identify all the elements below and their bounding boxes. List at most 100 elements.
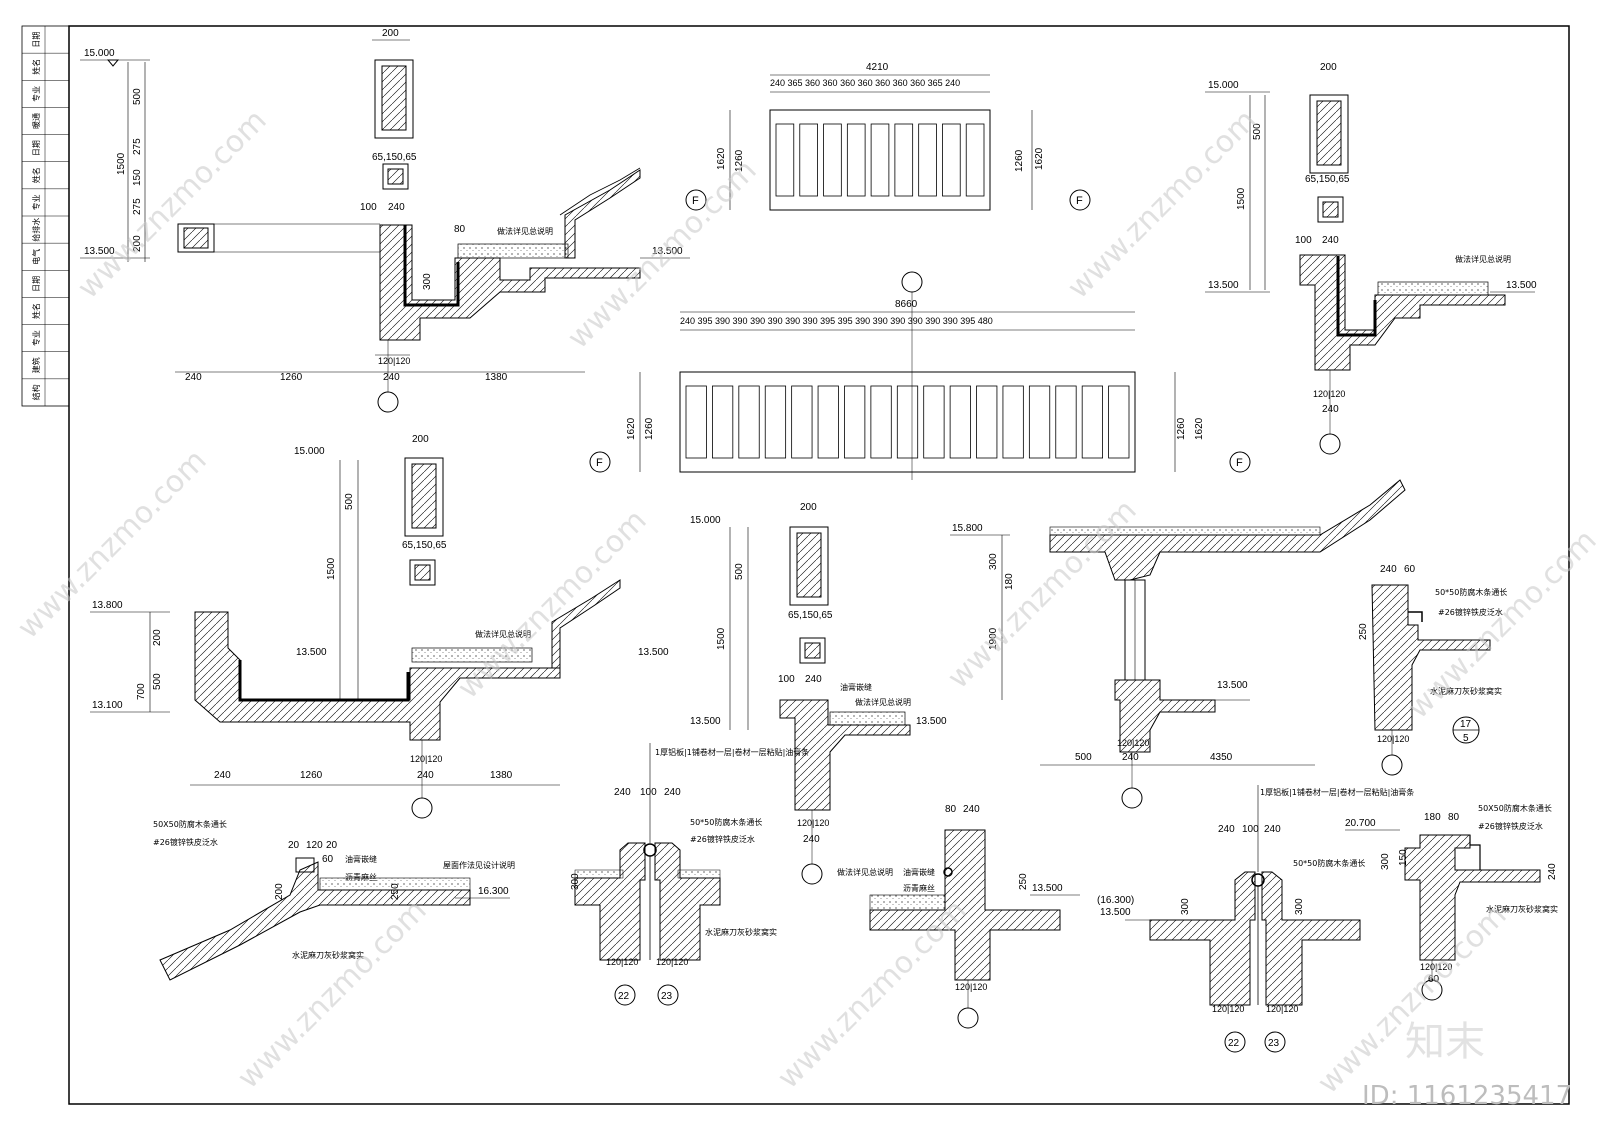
dim-240-n: 240 [963, 804, 980, 815]
note-mugai-a: 50*50防腐木条通长 [1435, 587, 1507, 597]
label-17: 17 [1460, 719, 1472, 730]
note-tiepi-c: #26镀锌铁皮泛水 [690, 834, 755, 844]
dim-120120-k: 120|120 [1266, 1004, 1298, 1014]
window-pane [949, 385, 971, 459]
dim-60-b: 60 [322, 854, 334, 865]
dim-200-g: 200 [274, 883, 285, 900]
dim-1380-b: 1380 [490, 770, 513, 781]
dim-240-e: 240 [1322, 404, 1339, 415]
title-block-row: 日期 [32, 140, 41, 156]
dim-120120-f: 120|120 [1377, 734, 1409, 744]
watermark-site-a: www.znzmo.com [71, 103, 274, 306]
dim-300-b: 300 [988, 553, 999, 570]
label-22-a: 22 [618, 991, 630, 1002]
dim-240-a: 240 [388, 202, 405, 213]
elev-13500-c: 13.500 [1208, 280, 1239, 291]
dim-150-b: 150 [1398, 849, 1409, 866]
detail-3: 15.000 13.800 13.100 13.500 13.500 200 6… [90, 434, 669, 819]
dim-100-c: 100 [778, 674, 795, 685]
title-block-row: 暖通 [31, 113, 41, 129]
window-pane [791, 385, 813, 459]
dim-20-a: 20 [288, 840, 300, 851]
dim-300-f: 300 [1380, 853, 1391, 870]
title-block-row: 结构 [31, 384, 41, 400]
elev-13100: 13.100 [92, 700, 123, 711]
detail-10: 20.700 50X50防腐木条通长 #26镀锌铁皮泛水 水泥麻刀灰砂浆窝实 1… [1345, 803, 1558, 1001]
dim-200-d: 200 [412, 434, 429, 445]
dim-500-a: 500 [132, 88, 143, 105]
dim-1620-d: 1620 [1194, 417, 1205, 440]
note-tiepi-d: #26镀锌铁皮泛水 [1478, 821, 1543, 831]
dim-240-f: 240 [214, 770, 231, 781]
dim-1620-a: 1620 [716, 147, 727, 170]
dim-200-c: 200 [1320, 62, 1337, 73]
dim-100-d: 100 [640, 787, 657, 798]
note-tiepi-a: #26镀锌铁皮泛水 [1438, 607, 1503, 617]
label-F-b: F [1076, 195, 1083, 207]
elev-13500-g: 13.500 [690, 716, 721, 727]
dim-240-i: 240 [803, 834, 820, 845]
note-zuofa-c: 做法详见总说明 [475, 629, 531, 639]
dim-1500-b: 1500 [1236, 187, 1247, 210]
watermark-brand: 知末 [1405, 1019, 1485, 1065]
label-22-b: 22 [1228, 1038, 1240, 1049]
title-block-row: 给排水 [31, 218, 41, 242]
dim-120120-a: 120|120 [378, 356, 410, 366]
dim-100-b: 100 [1295, 235, 1312, 246]
window-pane [896, 385, 919, 459]
dim-1380-a: 1380 [485, 372, 508, 383]
dim-275-b: 275 [132, 198, 143, 215]
window-pane [775, 123, 795, 197]
note-liqing-a: 沥青麻丝 [345, 872, 377, 882]
elev-13500-k: 13.500 [1100, 907, 1131, 918]
dim-240-j: 240 [1122, 752, 1139, 763]
title-block-row: 建筑 [31, 357, 41, 373]
dim-1260-b: 1260 [734, 149, 745, 172]
elev-20700: 20.700 [1345, 818, 1376, 829]
elev-13500-i: 13.500 [1217, 680, 1248, 691]
dim-4210: 4210 [866, 62, 889, 73]
title-block-row: 姓名 [31, 303, 41, 319]
dim-200-a: 200 [382, 28, 399, 39]
window-pane [918, 123, 937, 197]
elev-13500-d: 13.500 [1506, 280, 1537, 291]
dim-1260-e: 1260 [1176, 417, 1187, 440]
window-pane [799, 123, 818, 197]
detail-9: 22 23 (16.300) 13.500 1厚铝板|1铺卷材一层|卷材一层粘贴… [1097, 785, 1414, 1053]
dim-200-e: 200 [152, 629, 163, 646]
title-block-row: 专业 [31, 86, 41, 102]
dim-120120-c: 120|120 [410, 754, 442, 764]
dim-240-l: 240 [614, 787, 631, 798]
watermark-layer: www.znzmo.com www.znzmo.com www.znzmo.co… [11, 103, 1600, 1111]
label-23-b: 23 [1268, 1038, 1280, 1049]
detail-6: 16.300 50X50防腐木条通长 #26镀锌铁皮泛水 油膏嵌缝 沥青麻丝 屋… [153, 819, 515, 981]
elev-15000-a: 15.000 [84, 48, 115, 59]
watermark-id: ID: 1161235417 [1362, 1081, 1572, 1111]
note-zuofa-e: 做法详见总说明 [837, 867, 893, 877]
window-pane [965, 123, 985, 197]
window-pane [817, 385, 839, 459]
window-pane [1108, 385, 1130, 459]
dim-240-c: 240 [383, 372, 400, 383]
window-pane [1081, 385, 1103, 459]
dim-1620-b: 1620 [1034, 147, 1045, 170]
note-tiepi-b: #26镀锌铁皮泛水 [153, 837, 218, 847]
elev-13800: 13.800 [92, 600, 123, 611]
dim-row-4210: 240 365 360 360 360 360 360 360 360 365 … [770, 78, 960, 88]
window-pane [823, 123, 842, 197]
dim-1500-d: 1500 [716, 627, 727, 650]
note-shuini-d: 水泥麻刀灰砂浆窝实 [1486, 904, 1558, 914]
label-5: 5 [1463, 733, 1469, 744]
dim-120120-e: 120|120 [1117, 738, 1149, 748]
window-pane [1002, 385, 1024, 459]
watermark-site-d: www.znzmo.com [11, 443, 214, 646]
dim-60-c: 60 [1428, 974, 1440, 985]
title-block-row: 姓名 [31, 59, 41, 75]
dim-120120-i: 120|120 [955, 982, 987, 992]
note-mugai-d: 50*50防腐木条通长 [1293, 858, 1365, 868]
dim-240-b: 240 [185, 372, 202, 383]
watermark-site-c: www.znzmo.com [1061, 103, 1264, 306]
note-shuini-a: 水泥麻刀灰砂浆窝实 [1430, 686, 1502, 696]
